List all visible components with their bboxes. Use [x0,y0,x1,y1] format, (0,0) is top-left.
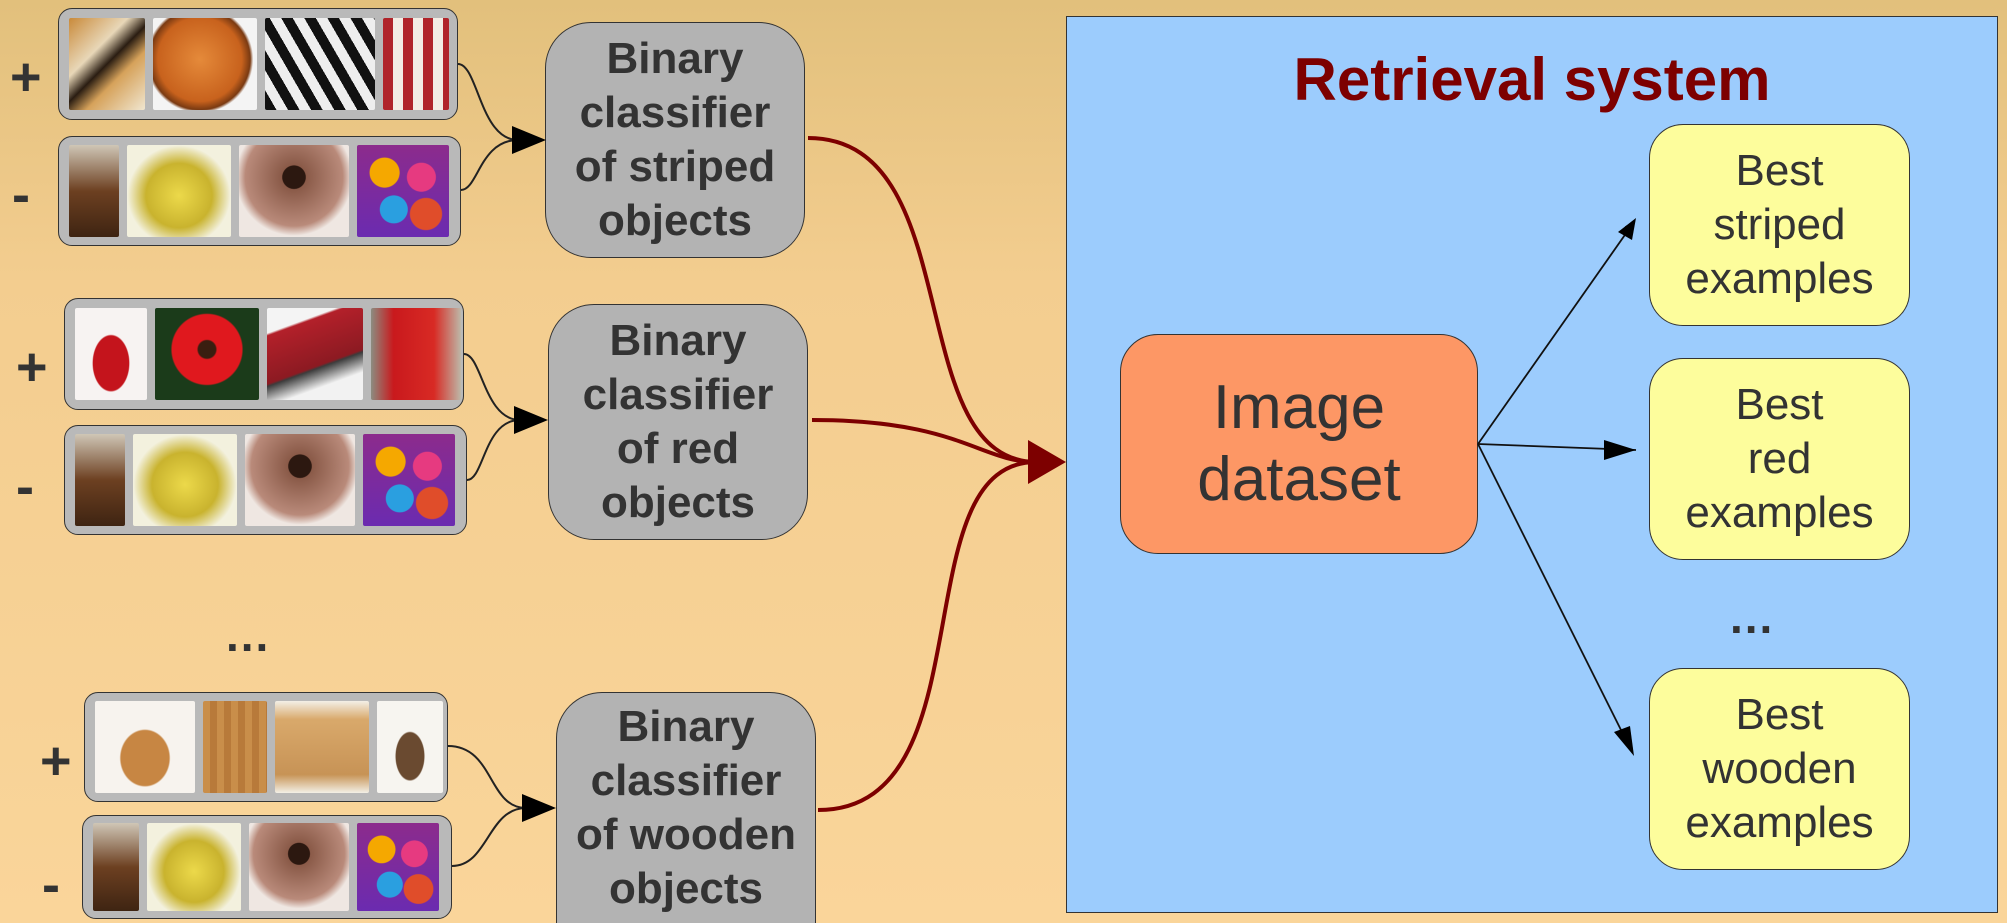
arrowhead-to-striped [1618,218,1636,240]
dataset-label-line: Image [1212,373,1386,442]
wooden-bowl-image [95,701,195,793]
arrow-dataset-to-wooden [1477,443,1629,745]
best-red-examples-box: Best red examples [1649,358,1910,560]
result-label-line: red [1747,434,1812,483]
eggs-image [357,145,449,237]
red-laptop-image [267,308,363,400]
curve-striped-to-retrieval [807,136,1037,464]
arrowhead-red [514,406,548,434]
negative-examples-striped [58,136,461,246]
classifier-label-line: of striped [574,142,776,191]
zebra-image [265,18,375,110]
positive-sign: + [10,47,42,107]
tiger-image [69,18,145,110]
eggs-image [363,434,455,526]
positive-examples-striped [58,8,458,120]
cake-image [239,145,349,237]
eggs-image [357,823,439,911]
arrow-negative-to-red [466,419,521,481]
result-label-line: examples [1685,254,1874,303]
positive-examples-red [64,298,464,410]
result-label-line: striped [1713,200,1846,249]
classifier-label-line: Binary [609,316,747,365]
classifier-label-line: objects [597,196,753,245]
red-flower-image [155,308,259,400]
wooden-bag-image [377,701,443,793]
banana-image [127,145,231,237]
classifier-label-line: classifier [590,756,782,805]
horse-image [75,434,125,526]
classifier-label-line: Binary [606,34,744,83]
negative-sign: - [42,855,60,915]
best-wooden-examples-box: Best wooden examples [1649,668,1910,870]
more-results-ellipsis: ... [1730,591,1775,643]
red-shoe-image [75,308,147,400]
classifier-label-line: classifier [579,88,771,137]
phone-booth-image [371,308,461,400]
banana-image [133,434,237,526]
cake-image [245,434,355,526]
result-label-line: Best [1735,146,1824,195]
arrowhead-striped [512,126,546,154]
wood-grain-image [203,701,267,793]
arrow-positive-to-striped [457,63,519,141]
result-label-line: Best [1735,690,1824,739]
positive-sign: + [16,337,48,397]
arrow-negative-to-striped [460,139,519,191]
flag-image [383,18,449,110]
banana-image [147,823,241,911]
dataset-label-line: dataset [1197,445,1401,514]
classifier-label-line: objects [608,864,764,913]
basketball-image [153,18,257,110]
classifier-label-line: of red [616,424,740,473]
classifier-wooden: Binary classifier of wooden objects [556,692,816,923]
negative-sign: - [16,457,34,517]
curve-wooden-to-retrieval [817,460,1037,812]
negative-examples-wooden [82,815,452,919]
result-label-line: examples [1685,488,1874,537]
arrow-positive-to-red [463,353,521,421]
arrowhead-wooden [522,794,556,822]
classifier-label-line: classifier [582,370,774,419]
best-striped-examples-box: Best striped examples [1649,124,1910,326]
classifier-striped: Binary classifier of striped objects [545,22,805,258]
arrowhead-to-wooden [1614,726,1634,756]
result-label-line: examples [1685,798,1874,847]
negative-examples-red [64,425,467,535]
arrow-dataset-to-striped [1477,221,1635,445]
horse-image [93,823,139,911]
negative-sign: - [12,165,30,225]
arrowhead-to-red [1604,440,1636,460]
classifier-label-line: objects [600,478,756,527]
cake-image [249,823,349,911]
positive-examples-wooden [84,692,448,802]
arrowhead-retrieval [1028,440,1066,484]
more-classifiers-ellipsis: ... [226,609,271,661]
retrieval-system-title: Retrieval system [1293,46,1771,113]
wooden-kitchen-image [275,701,369,793]
result-label-line: Best [1735,380,1824,429]
result-label-line: wooden [1702,744,1857,793]
arrow-positive-to-wooden [447,745,527,809]
classifier-label-line: of wooden [576,810,796,859]
classifier-label-line: Binary [617,702,755,751]
curve-red-to-retrieval [811,418,1037,464]
image-dataset-box: Image dataset [1120,334,1478,554]
arrow-negative-to-wooden [451,807,527,867]
classifier-red: Binary classifier of red objects [548,304,808,540]
horse-image [69,145,119,237]
positive-sign: + [40,731,72,791]
